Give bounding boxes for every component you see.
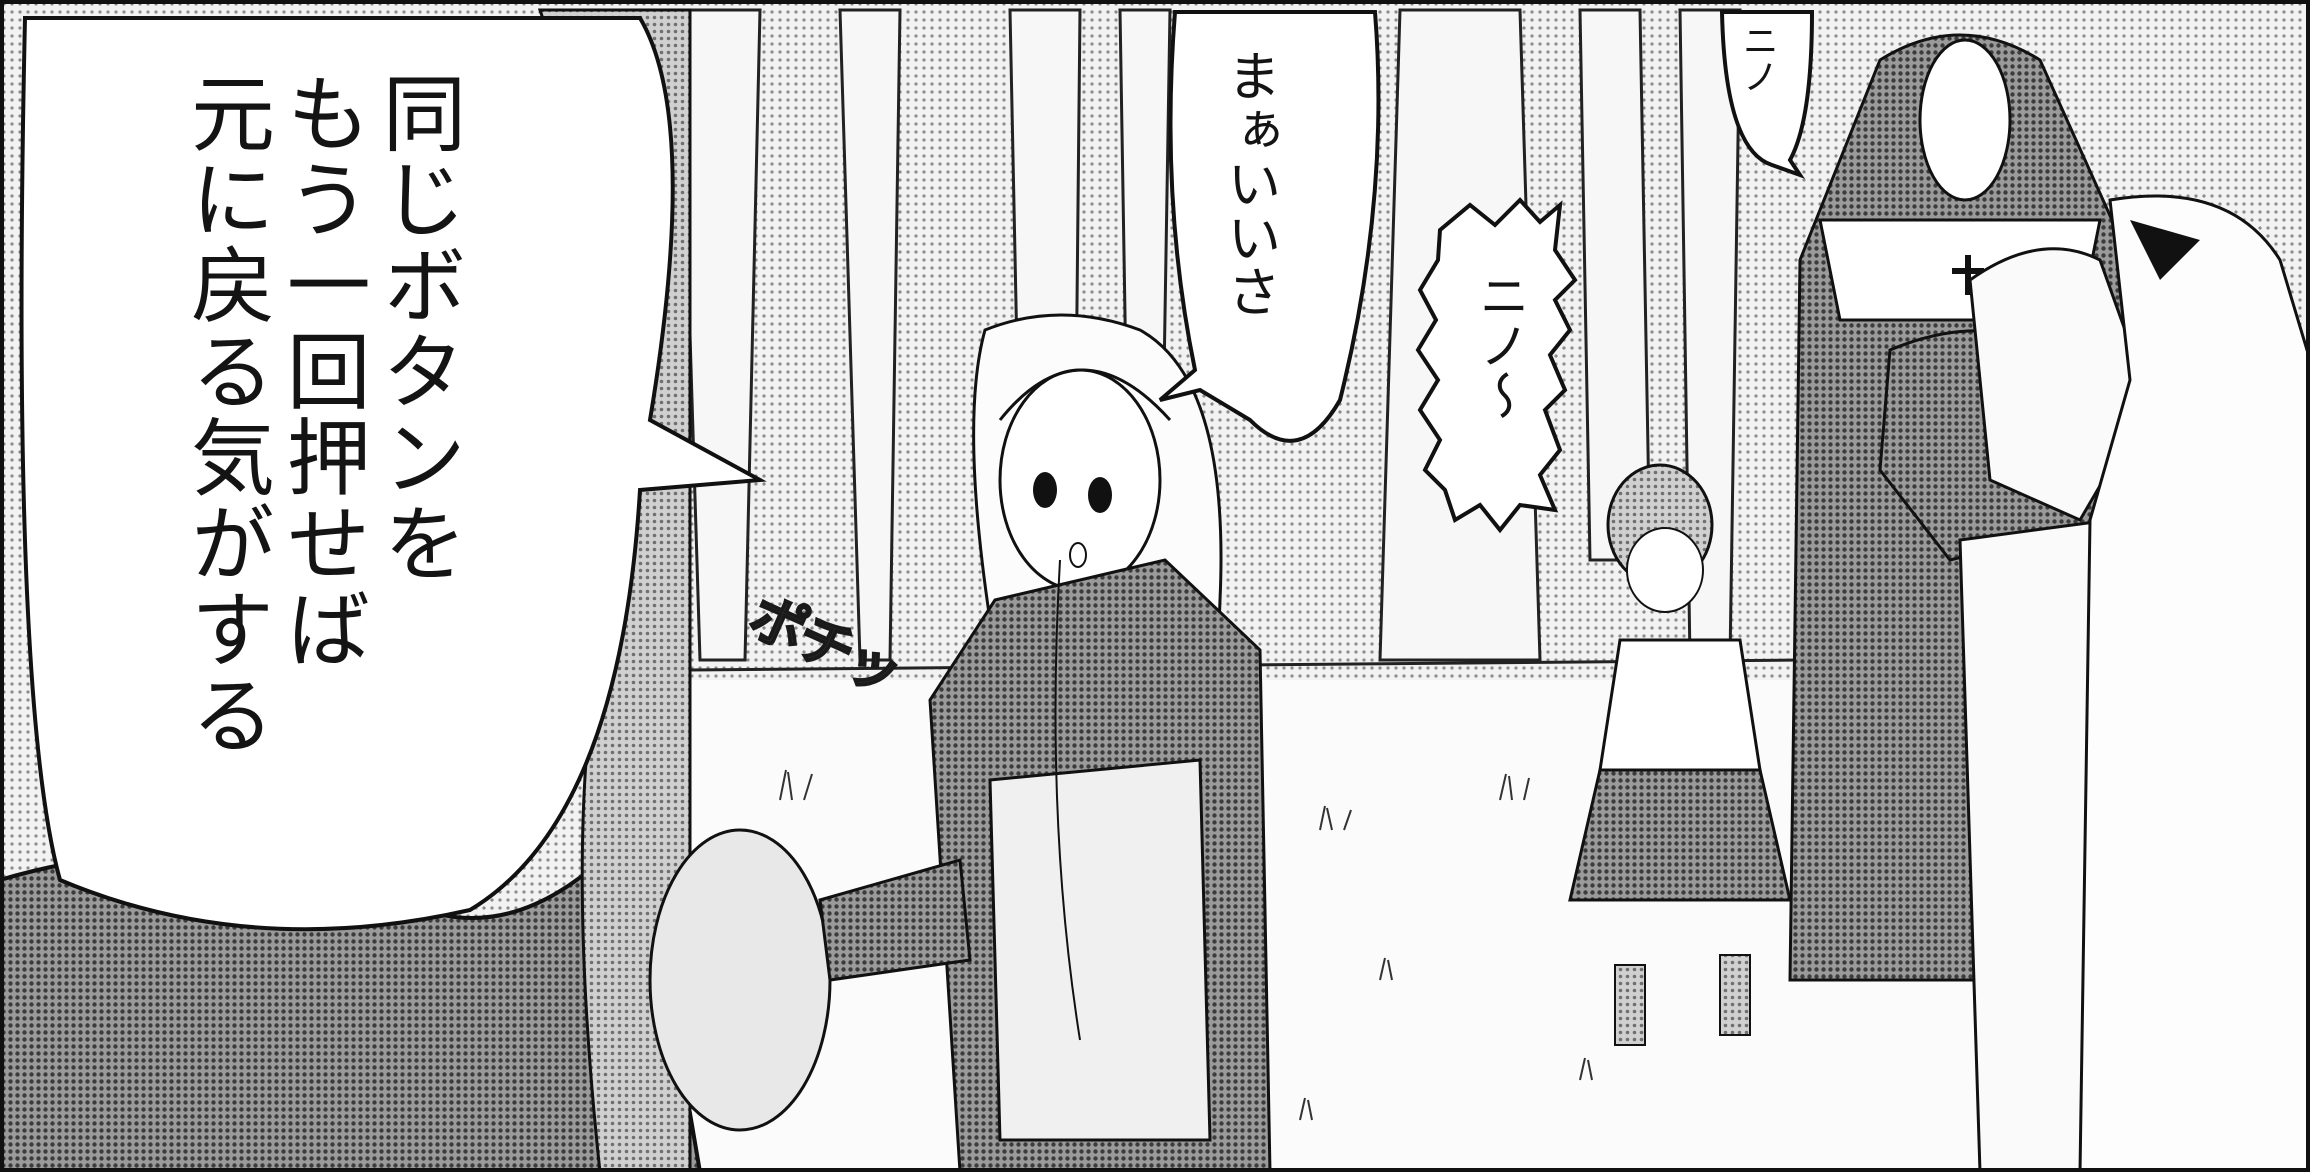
speech-bubble-nino-shout	[1415, 197, 1578, 534]
speech-bubble-mai	[1158, 10, 1381, 443]
speech-text-nino-small: ニノ	[1736, 22, 1778, 94]
speech-text-nino-shout: ニノ〜	[1471, 270, 1530, 420]
speech-bubble-main	[19, 16, 767, 932]
speech-bubble-nino-small	[1719, 10, 1815, 179]
small-girl	[1568, 463, 1792, 1046]
speech-text-mai: まぁいいさ	[1217, 48, 1281, 318]
grass-strokes	[779, 769, 1833, 1121]
glass-orb	[648, 828, 832, 1132]
speech-text-main: 同じボタンを もう一回押せば 元に戻る気がする	[177, 70, 468, 758]
center-girl	[818, 313, 1272, 1172]
right-foreground-characters	[1878, 194, 2310, 1172]
